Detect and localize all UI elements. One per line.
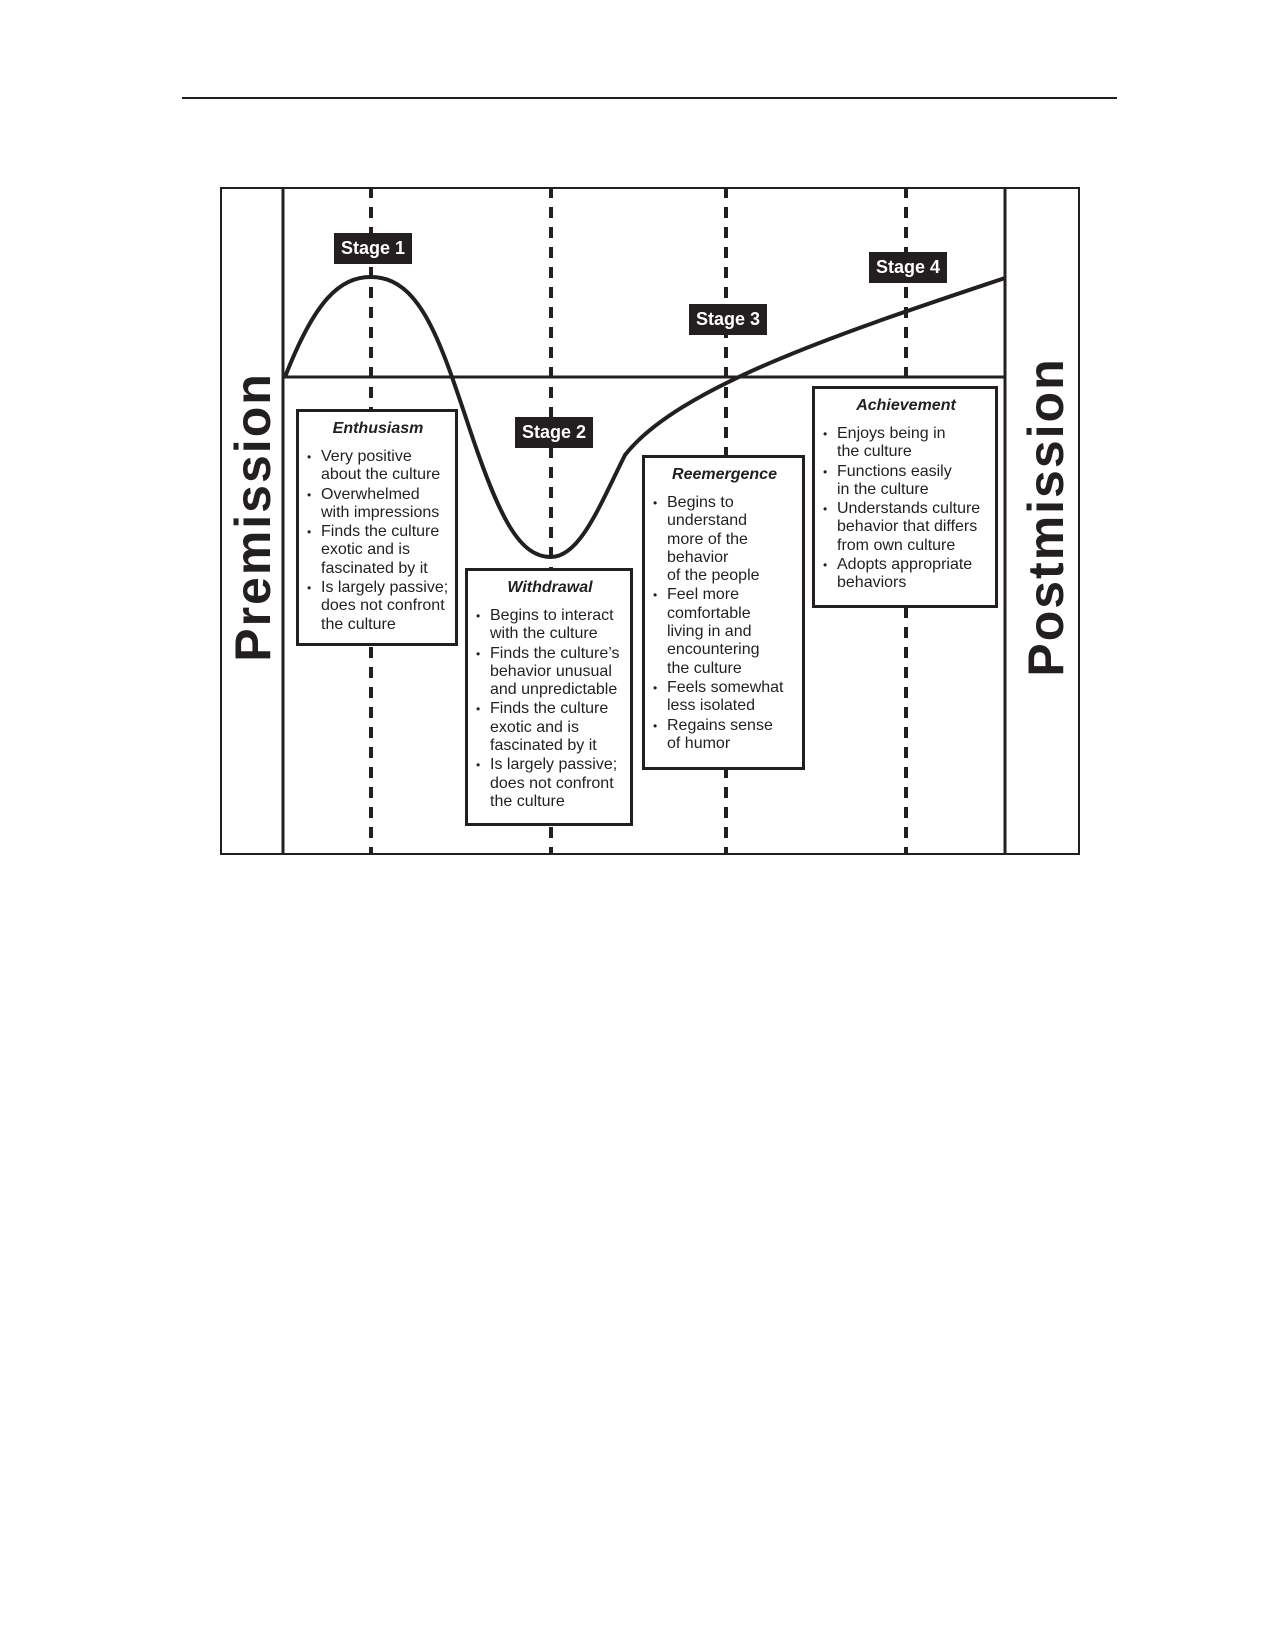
withdrawal-box: Withdrawal Begins to interact with the c…	[465, 568, 633, 826]
reemergence-list: Begins to understand more of the behavio…	[653, 494, 796, 753]
stage-2-tag: Stage 2	[515, 417, 594, 448]
enthusiasm-item: Very positive about the culture	[307, 448, 449, 485]
withdrawal-title: Withdrawal	[507, 579, 593, 596]
achievement-box: Achievement Enjoys being in the culture …	[812, 386, 998, 608]
achievement-item: Understands culture behavior that differ…	[823, 500, 989, 555]
reemergence-item: Feels somewhat less isolated	[653, 679, 796, 716]
stage-3-tag: Stage 3	[689, 304, 768, 335]
enthusiasm-item: Is largely passive; does not confront th…	[307, 579, 449, 634]
premission-label: Premission	[225, 372, 281, 662]
enthusiasm-title: Enthusiasm	[332, 420, 424, 437]
stage-4-tag: Stage 4	[869, 252, 948, 283]
reemergence-box: Reemergence Begins to understand more of…	[642, 455, 805, 770]
postmission-label: Postmission	[1018, 357, 1074, 677]
withdrawal-item: Finds the culture’s behavior unusual and…	[476, 645, 624, 700]
achievement-item: Enjoys being in the culture	[823, 425, 989, 462]
reemergence-item: Begins to understand more of the behavio…	[653, 494, 796, 585]
top-rule	[182, 97, 1117, 99]
withdrawal-item: Is largely passive; does not confront th…	[476, 756, 624, 811]
enthusiasm-list: Very positive about the culture Overwhel…	[307, 448, 449, 634]
diagram-frame	[220, 187, 1080, 855]
reemergence-title: Reemergence	[672, 466, 777, 483]
adjustment-curve	[283, 274, 1006, 560]
reemergence-item: Regains sense of humor	[653, 717, 796, 754]
achievement-list: Enjoys being in the culture Functions ea…	[823, 425, 989, 593]
achievement-item: Functions easily in the culture	[823, 463, 989, 500]
enthusiasm-item: Finds the culture exotic and is fascinat…	[307, 523, 449, 578]
withdrawal-item: Finds the culture exotic and is fascinat…	[476, 700, 624, 755]
achievement-item: Adopts appropriate behaviors	[823, 556, 989, 593]
reemergence-item: Feel more comfortable living in and enco…	[653, 586, 796, 677]
achievement-title: Achievement	[856, 397, 956, 414]
enthusiasm-box: Enthusiasm Very positive about the cultu…	[296, 409, 458, 646]
enthusiasm-item: Overwhelmed with impressions	[307, 486, 449, 523]
stage-1-tag: Stage 1	[334, 233, 413, 264]
withdrawal-list: Begins to interact with the culture Find…	[476, 607, 624, 811]
withdrawal-item: Begins to interact with the culture	[476, 607, 624, 644]
